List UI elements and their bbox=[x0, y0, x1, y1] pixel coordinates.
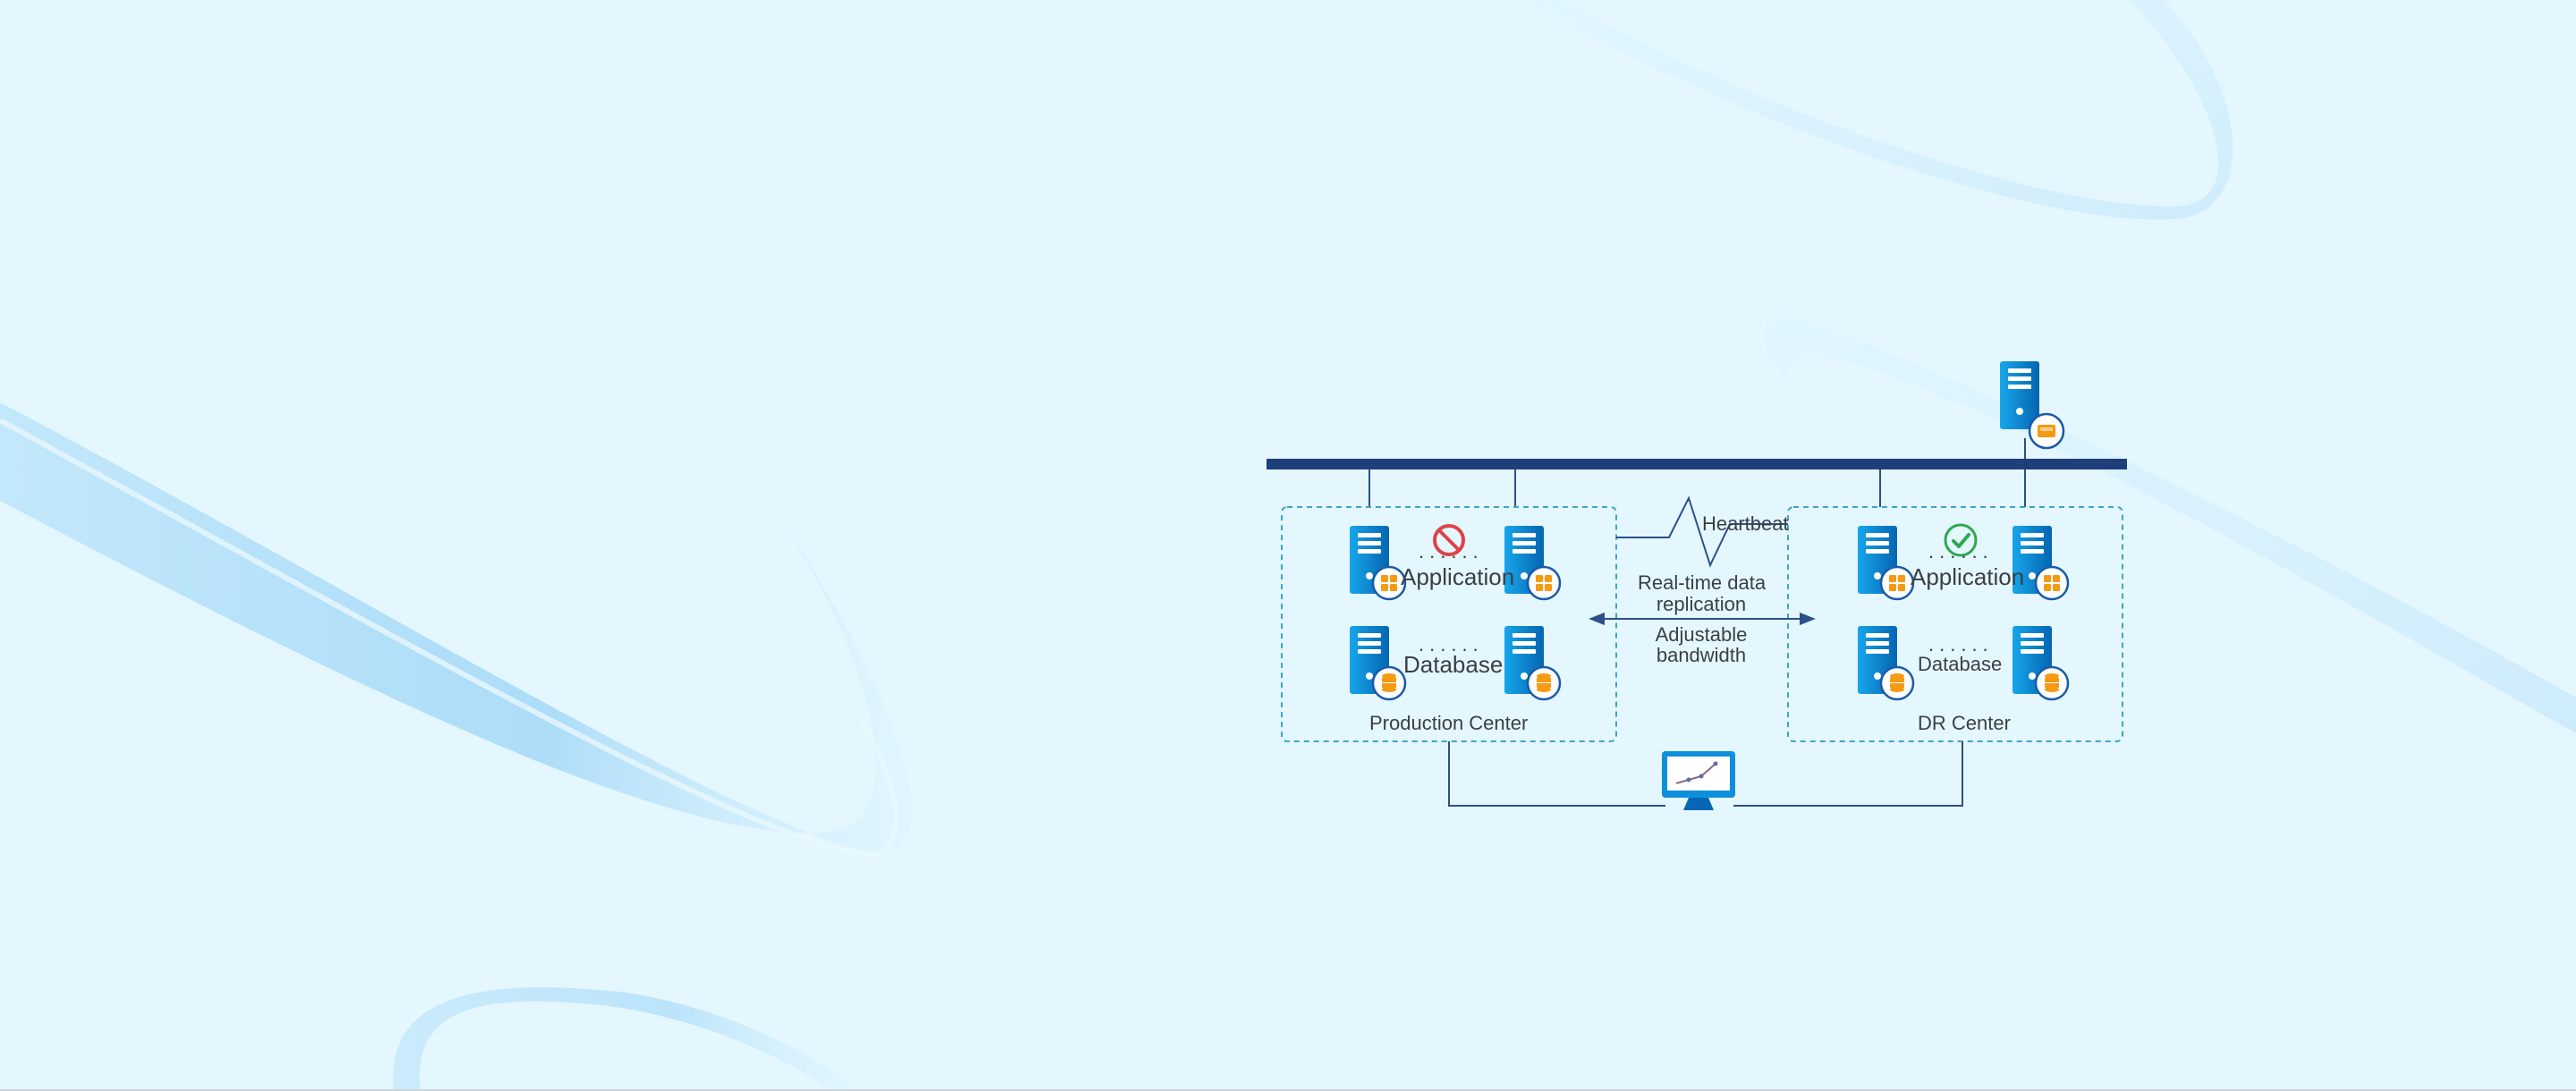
dr-app-dots: ...... bbox=[1928, 540, 1994, 562]
dr-db-badge-1-icon bbox=[1879, 665, 1915, 701]
bandwidth-label-line2: bandwidth bbox=[1656, 644, 1747, 666]
left-swoosh-glow bbox=[0, 418, 899, 858]
production-center-label: Production Center bbox=[1369, 712, 1529, 734]
network-bus bbox=[1267, 459, 2127, 469]
prod-db-dots: ...... bbox=[1419, 633, 1484, 655]
checkmark-icon bbox=[1944, 523, 1978, 557]
prod-db-badge-1-icon bbox=[1371, 665, 1407, 701]
bus-drops bbox=[1368, 438, 2026, 507]
dr-application-label: Application bbox=[1911, 563, 2025, 590]
dr-center-label: DR Center bbox=[1918, 712, 2011, 734]
dr-app-badge-1-icon bbox=[1879, 565, 1915, 601]
prod-db-badge-2-icon bbox=[1526, 665, 1562, 701]
right-swoosh bbox=[1764, 317, 2576, 733]
dr-db-dots: ...... bbox=[1928, 633, 1994, 655]
prod-to-monitor-wire bbox=[1448, 741, 1665, 807]
dr-db-badge-2-icon bbox=[2034, 665, 2070, 701]
replication-label-line2: replication bbox=[1656, 593, 1747, 615]
prod-database-label: Database bbox=[1403, 651, 1504, 678]
prod-app-dots: ...... bbox=[1419, 540, 1484, 562]
top-right-swoosh bbox=[1530, 0, 2233, 220]
heartbeat-line bbox=[1616, 495, 1788, 568]
heartbeat-label: Heartbeat bbox=[1702, 512, 1789, 535]
prohibited-icon bbox=[1433, 524, 1465, 556]
prod-app-badge-2-icon bbox=[1526, 565, 1562, 601]
dr-app-badge-2-icon bbox=[2034, 565, 2070, 601]
prod-application-label: Application bbox=[1401, 563, 1515, 590]
bottom-swoosh bbox=[393, 987, 859, 1091]
management-badge-icon bbox=[2028, 412, 2065, 450]
bandwidth-label-line1: Adjustable bbox=[1655, 623, 1748, 646]
bottom-rule bbox=[0, 1089, 2576, 1091]
dr-to-monitor-wire bbox=[1733, 741, 1963, 807]
replication-label-line1: Real-time data bbox=[1638, 571, 1767, 594]
dr-database-label: Database bbox=[1918, 653, 2003, 675]
monitor-icon bbox=[1662, 751, 1735, 810]
